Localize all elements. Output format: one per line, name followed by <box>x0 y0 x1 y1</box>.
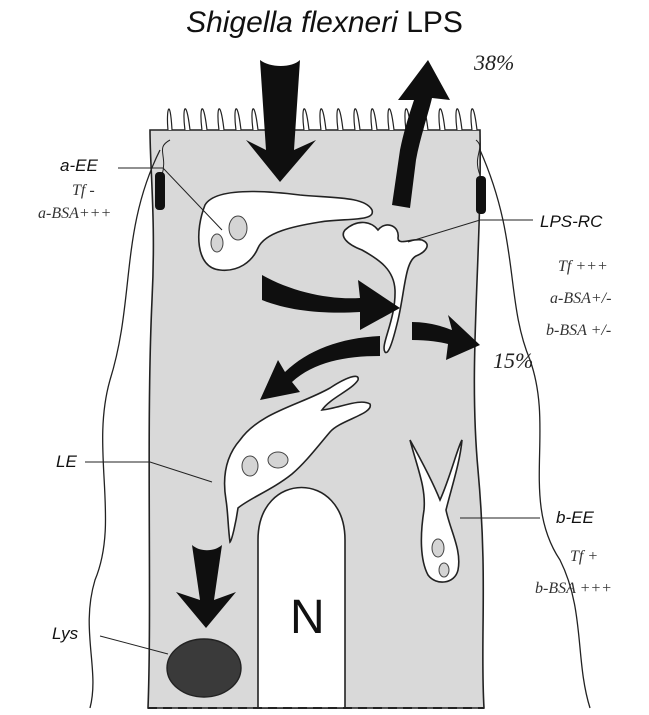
microvilli <box>167 109 477 130</box>
lys-label: Lys <box>52 624 78 644</box>
title-lps: LPS <box>406 6 463 39</box>
aee-bsa-label: a-BSA+++ <box>38 205 111 223</box>
diagram-title: Shigella flexneri LPS <box>0 6 649 40</box>
title-organism: Shigella flexneri <box>186 6 398 39</box>
bee-vesicle-2 <box>439 563 449 577</box>
lysosome <box>167 639 241 697</box>
le-label: LE <box>56 452 77 472</box>
bee-tf-label: Tf + <box>570 548 598 566</box>
lpsrc-label: LPS-RC <box>540 212 602 232</box>
percent-recycle-label: 38% <box>474 50 514 76</box>
right-neighbor-membrane <box>480 150 590 708</box>
nucleus-label: N <box>290 590 325 645</box>
bee-vesicle-1 <box>432 539 444 557</box>
le-vesicle-2 <box>268 452 288 468</box>
bee-label: b-EE <box>556 508 594 528</box>
lpsrc-tf-label: Tf +++ <box>558 258 608 276</box>
right-tight-junction <box>476 176 486 214</box>
le-vesicle-1 <box>242 456 258 476</box>
aee-vesicle-2 <box>211 234 223 252</box>
left-tight-junction <box>155 172 165 210</box>
aee-tf-label: Tf - <box>72 182 95 200</box>
lpsrc-bbsa-label: b-BSA +/- <box>546 322 611 340</box>
lpsrc-absa-label: a-BSA+/- <box>550 290 611 308</box>
percent-lateral-label: 15% <box>493 348 533 374</box>
aee-label: a-EE <box>60 156 98 176</box>
bee-bsa-label: b-BSA +++ <box>535 580 612 598</box>
aee-vesicle-1 <box>229 216 247 240</box>
